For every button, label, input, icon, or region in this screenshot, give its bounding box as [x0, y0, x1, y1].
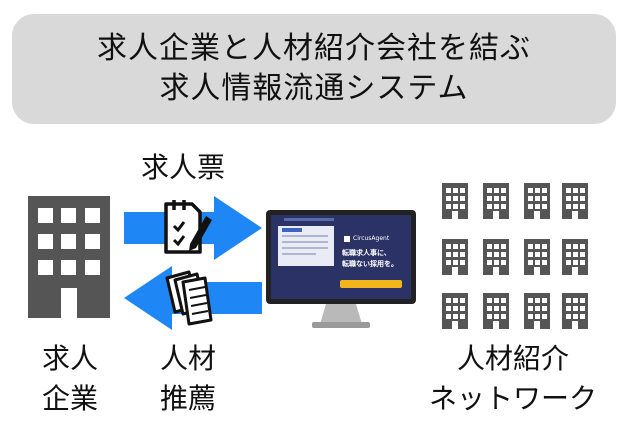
company-label-line-1: 求人 [41, 342, 98, 375]
company-building-icon [28, 196, 110, 318]
company-label-line-2: 企業 [41, 382, 98, 415]
screen-brand: CircusAgent [353, 235, 390, 242]
document-pen-icon [162, 198, 214, 256]
network-label-line-2: ネットワーク [428, 382, 597, 415]
recommend-label-line-1: 人材 [159, 342, 216, 375]
network-label-line-1: 人材紹介 [456, 342, 569, 375]
title-line-2: 求人情報流通システム [159, 71, 469, 106]
screen-headline-2: 転職ない採用を。 [342, 260, 398, 268]
recommend-label-line-2: 推薦 [159, 382, 216, 415]
network-buildings [442, 183, 592, 335]
documents-stack-icon [163, 268, 217, 330]
title-line-1: 求人企業と人材紹介会社を結ぶ [97, 31, 531, 66]
screen-headline-1: 転職求人事に、 [342, 249, 391, 257]
title-banner: 求人企業と人材紹介会社を結ぶ 求人情報流通システム [12, 14, 616, 124]
job-ticket-label: 求人票 [140, 151, 225, 184]
computer-monitor-icon: CircusAgent 転職求人事に、 転職ない採用を。 [266, 210, 416, 330]
